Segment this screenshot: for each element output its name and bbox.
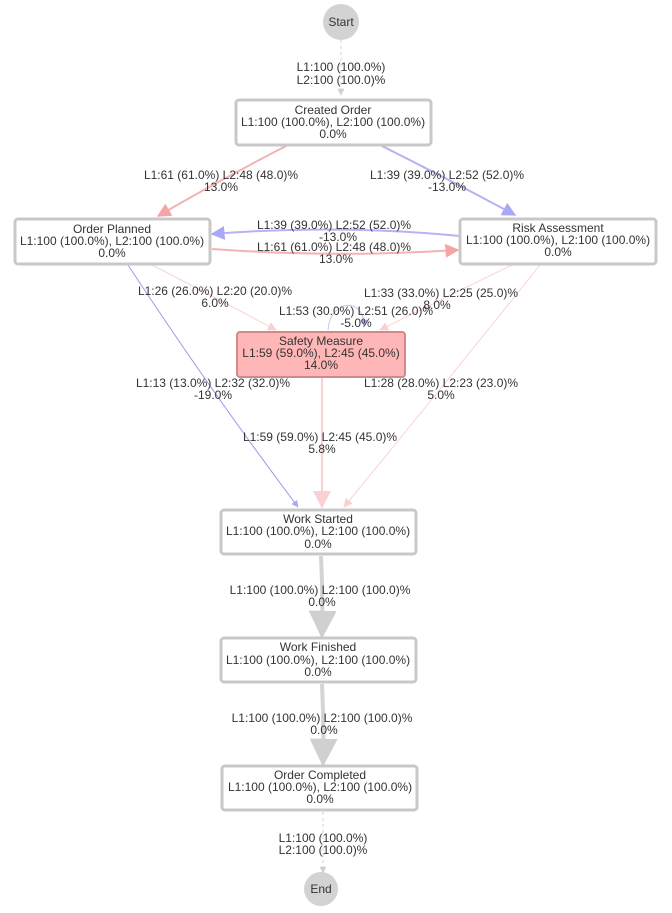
edge-risk-planned [210,226,461,240]
node-safety-measure-diff: 14.0% [304,358,338,372]
edge-label-risk-planned-l2: -13.0% [319,230,357,244]
edge-label-planned-risk-l2: 13.0% [319,252,353,266]
node-safety-measure-label: Safety Measure [279,334,363,348]
edge-label-created-planned-l2: 13.0% [204,180,238,194]
edge-label-started-finished-l2: 0.0% [308,595,336,609]
edge-risk-work [343,264,541,508]
node-work-finished[interactable]: Work Finished L1:100 (100.0%), L2:100 (1… [219,636,418,684]
edge-label-safety-loop-l2: -5.0% [340,316,372,330]
node-end[interactable]: End [304,872,338,906]
edge-created-planned [156,144,289,217]
node-start[interactable]: Start [323,4,359,40]
edge-label-started-finished-l1: L1:100 (100.0%) L2:100 (100.0)% [230,583,411,597]
node-safety-measure-stats: L1:59 (59.0%), L2:45 (45.0%) [242,346,399,360]
node-safety-measure[interactable]: Safety Measure L1:59 (59.0%), L2:45 (45.… [236,331,406,378]
node-order-planned[interactable]: Order Planned L1:100 (100.0%), L2:100 (1… [13,217,212,266]
node-created-order-stats: L1:100 (100.0%), L2:100 (100.0%) [241,115,425,129]
node-work-started-stats: L1:100 (100.0%), L2:100 (100.0%) [226,524,410,538]
edge-created-risk [379,144,517,216]
edge-label-start-created-l2: L2:100 (100.0)% [297,73,386,87]
node-work-finished-diff: 0.0% [304,665,332,679]
node-work-started[interactable]: Work Started L1:100 (100.0%), L2:100 (10… [219,508,418,556]
node-risk-assessment-diff: 0.0% [544,245,572,259]
edge-label-risk-planned-l1: L1:39 (39.0%) L2:52 (52.0)% [257,218,411,232]
node-created-order-diff: 0.0% [319,127,347,141]
edge-label-created-risk-l1: L1:39 (39.0%) L2:52 (52.0)% [370,168,524,182]
node-order-completed-stats: L1:100 (100.0%), L2:100 (100.0%) [228,780,412,794]
node-risk-assessment-label: Risk Assessment [512,221,604,235]
edge-label-created-planned-l1: L1:61 (61.0%) L2:48 (48.0)% [144,168,298,182]
edge-planned-risk [211,243,460,258]
edge-label-finished-completed-l2: 0.0% [310,723,338,737]
node-order-completed-label: Order Completed [274,768,366,782]
node-start-label: Start [328,15,354,29]
edge-label-safety-work-l2: 5.8% [308,442,336,456]
edge-planned-work [127,264,299,508]
node-order-completed-diff: 0.0% [306,792,334,806]
node-risk-assessment[interactable]: Risk Assessment L1:100 (100.0%), L2:100 … [458,217,658,266]
edge-label-safety-work-l1: L1:59 (59.0%) L2:45 (45.0)% [243,430,397,444]
node-end-label: End [310,882,331,896]
edge-label-created-risk-l2: -13.0% [428,180,466,194]
edge-planned-safety [151,264,277,331]
edge-label-safety-loop-l1: L1:53 (30.0%) L2:51 (26.0)% [279,304,433,318]
edge-safety-loop [327,305,368,331]
node-order-planned-diff: 0.0% [98,246,126,260]
node-work-finished-stats: L1:100 (100.0%), L2:100 (100.0%) [226,653,410,667]
node-work-started-diff: 0.0% [304,537,332,551]
edge-label-completed-end-l1: L1:100 (100.0%) [279,831,368,845]
edge-label-finished-completed-l1: L1:100 (100.0%) L2:100 (100.0)% [232,711,413,725]
node-created-order[interactable]: Created Order L1:100 (100.0%), L2:100 (1… [234,98,433,147]
edge-risk-safety [379,264,513,331]
edge-label-risk-work-l1: L1:28 (28.0%) L2:23 (23.0)% [364,376,518,390]
edge-label-planned-safety-l1: L1:26 (26.0%) L2:20 (20.0)% [138,284,292,298]
edge-label-planned-work-l1: L1:13 (13.0%) L2:32 (32.0)% [136,376,290,390]
node-risk-assessment-stats: L1:100 (100.0%), L2:100 (100.0%) [466,233,650,247]
edge-started-finished [308,555,337,639]
edge-finished-completed [309,683,338,767]
edge-label-planned-safety-l2: 6.0% [201,296,229,310]
node-work-started-label: Work Started [283,512,353,526]
edge-label-risk-work-l2: 5.0% [427,388,455,402]
node-work-finished-label: Work Finished [280,640,356,654]
node-order-planned-label: Order Planned [73,222,151,236]
edge-label-risk-safety-l1: L1:33 (33.0%) L2:25 (25.0)% [364,286,518,300]
node-created-order-label: Created Order [295,103,372,117]
edge-label-planned-risk-l1: L1:61 (61.0%) L2:48 (48.0)% [257,240,411,254]
edge-label-planned-work-l2: -19.0% [194,388,232,402]
edge-label-start-created-l1: L1:100 (100.0%) [297,60,386,74]
edge-label-completed-end-l2: L2:100 (100.0)% [279,843,368,857]
edge-label-risk-safety-l2: 8.0% [423,298,451,312]
node-order-completed[interactable]: Order Completed L1:100 (100.0%), L2:100 … [220,764,419,812]
node-order-planned-stats: L1:100 (100.0%), L2:100 (100.0%) [20,234,204,248]
